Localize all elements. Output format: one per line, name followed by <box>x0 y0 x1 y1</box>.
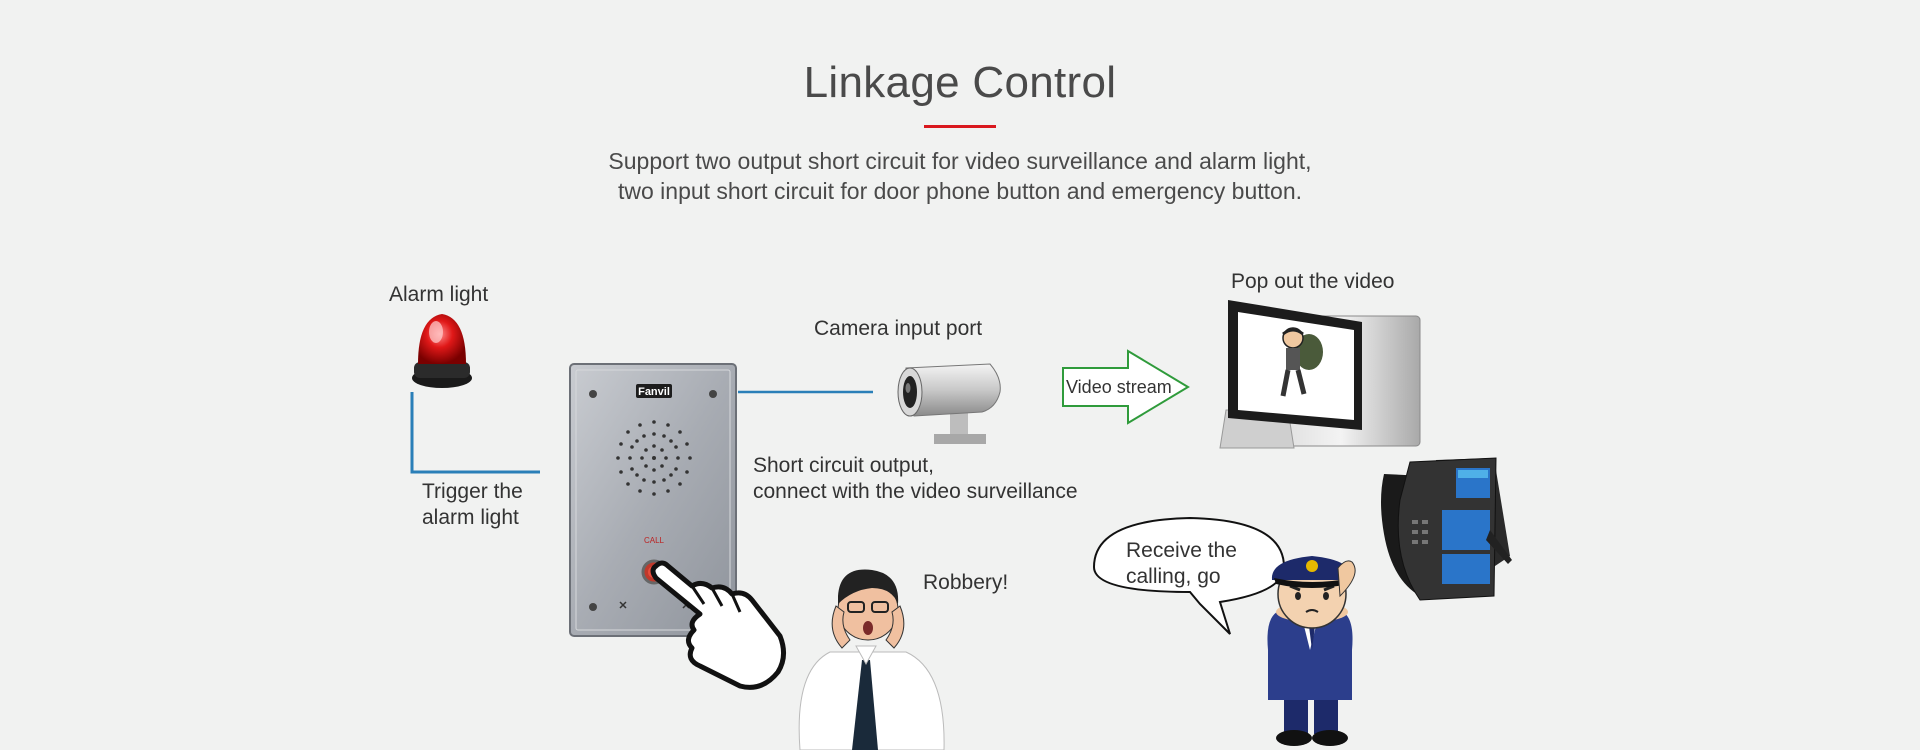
page-title: Linkage Control <box>803 58 1117 107</box>
alarm-light-label: Alarm light <box>389 283 489 306</box>
police-officer-icon <box>1267 556 1356 746</box>
receive-calling-label-line-2: calling, go <box>1126 565 1221 588</box>
video-stream-arrow <box>1062 349 1190 425</box>
shocked-man-icon <box>798 569 945 750</box>
robbery-label: Robbery! <box>923 571 1009 594</box>
subtitle-line-2: two input short circuit for door phone b… <box>617 178 1303 204</box>
brand-logo: Fanvil <box>638 386 670 398</box>
camera-input-port-label: Camera input port <box>814 317 983 340</box>
pop-out-video-label: Pop out the video <box>1231 270 1395 293</box>
ip-phone-icon <box>1381 457 1512 601</box>
alarm-light-icon <box>412 314 472 388</box>
security-camera-icon <box>897 363 1001 444</box>
trigger-alarm-label: Trigger the alarm light <box>422 479 523 531</box>
trigger-alarm-label-line-1: Trigger the <box>422 480 523 503</box>
video-stream-label: Video stream <box>1066 377 1172 397</box>
title-underline <box>924 125 996 128</box>
trigger-alarm-label-line-2: alarm light <box>422 506 519 529</box>
receive-calling-label: Receive the calling, go <box>1126 538 1237 590</box>
call-label: CALL <box>644 536 665 545</box>
short-circuit-label-line-2: connect with the video surveillance <box>753 480 1078 503</box>
subtitle-line-1: Support two output short circuit for vid… <box>608 148 1312 174</box>
short-circuit-label-line-1: Short circuit output, <box>753 454 934 477</box>
receive-calling-label-line-1: Receive the <box>1126 539 1237 562</box>
thief-icon <box>1280 327 1323 397</box>
computer-monitor-icon <box>1219 300 1421 449</box>
speech-bubble <box>1092 516 1286 635</box>
pointing-hand-icon <box>650 560 786 690</box>
page-subtitle: Support two output short circuit for vid… <box>0 146 1920 206</box>
alarm-wire <box>410 392 540 474</box>
speaker-grille <box>616 420 692 496</box>
short-circuit-output-label: Short circuit output, connect with the v… <box>753 453 1078 505</box>
